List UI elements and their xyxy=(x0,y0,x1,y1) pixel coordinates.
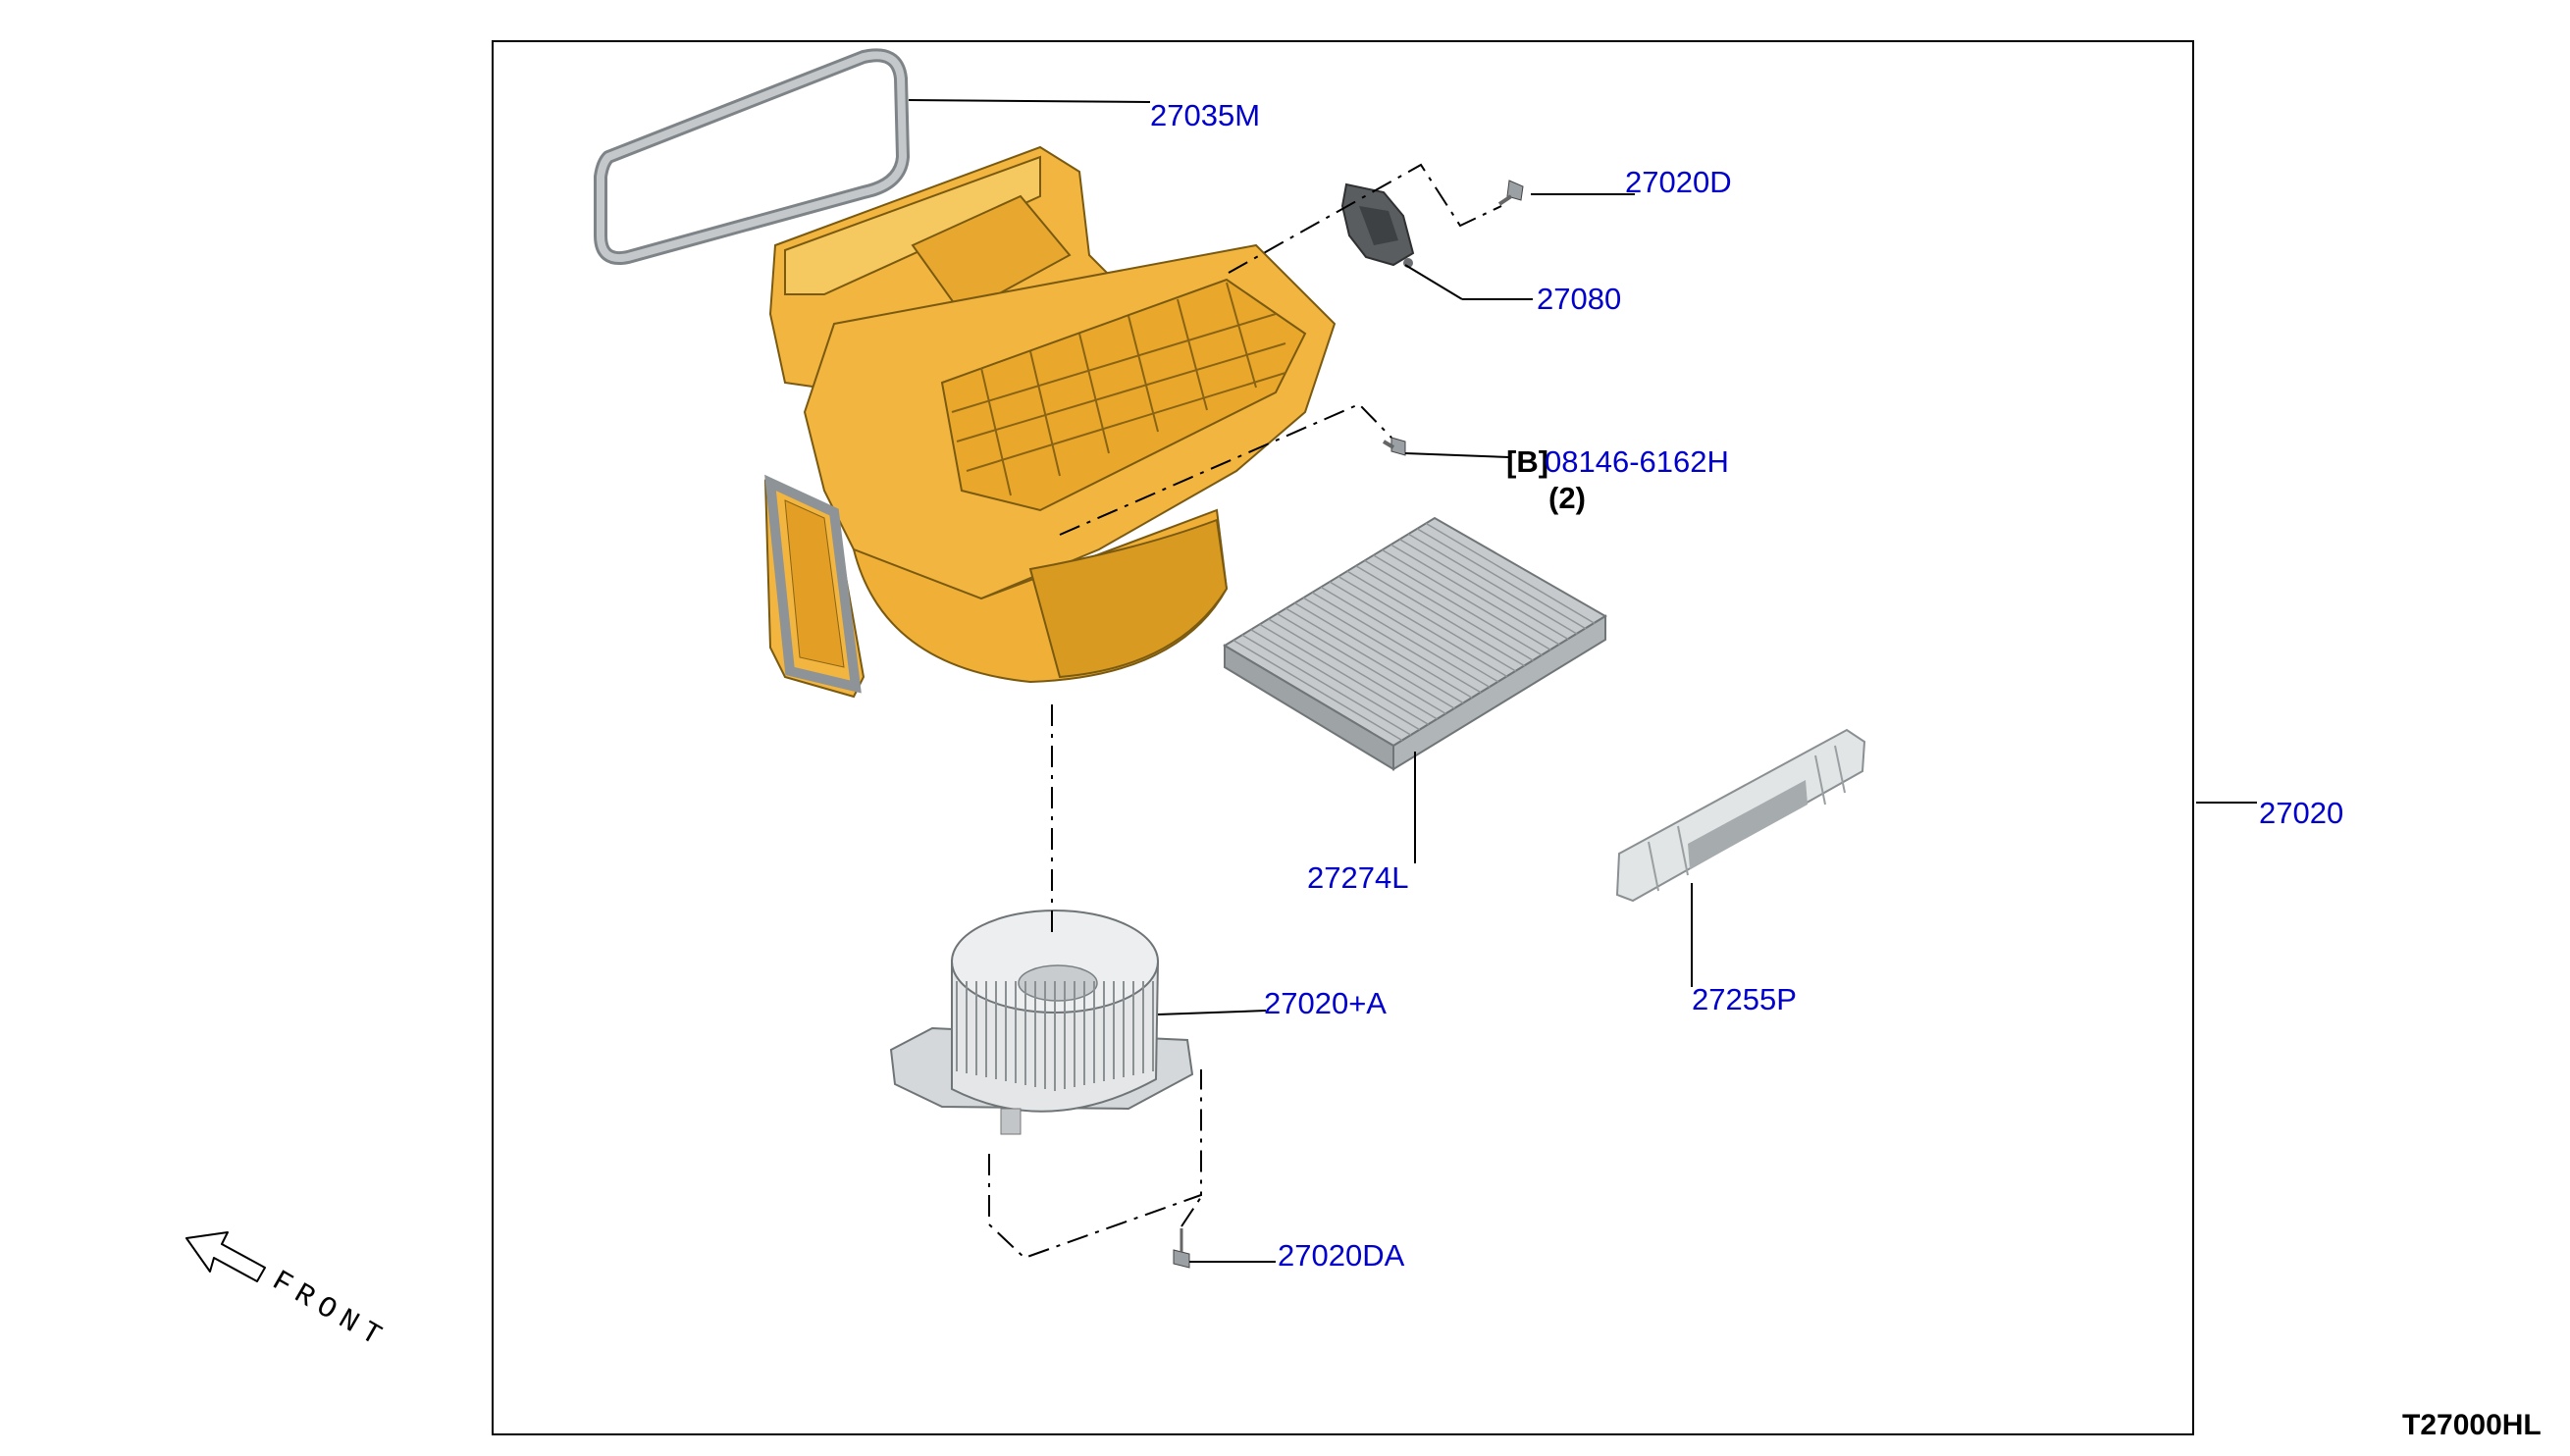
motor-screw xyxy=(1173,1228,1190,1269)
diagram-code: T27000HL xyxy=(2402,1409,2542,1441)
filter-pleat xyxy=(1233,639,1403,742)
front-label: FRONT xyxy=(266,1265,393,1357)
filter-pleat xyxy=(1416,528,1587,630)
diagram-frame xyxy=(492,40,2194,1435)
front-arrow-icon xyxy=(185,1231,266,1282)
blower-housing xyxy=(763,145,1337,699)
filter-pleat xyxy=(1250,629,1421,731)
filter-pleat xyxy=(1259,623,1430,725)
blower-motor xyxy=(889,910,1194,1135)
filter-pleat xyxy=(1285,607,1455,709)
filter-pleat xyxy=(1398,539,1569,641)
gasket-seal xyxy=(594,48,910,265)
filter-pleat xyxy=(1407,533,1578,635)
label-bolt-qty: (2) xyxy=(1548,481,1586,515)
filter-pleat xyxy=(1277,612,1446,715)
label-27035m[interactable]: 27035M xyxy=(1150,98,1260,132)
filter-pleat xyxy=(1346,570,1517,672)
filter-pleat xyxy=(1241,634,1412,736)
label-27255p[interactable]: 27255P xyxy=(1692,982,1797,1016)
label-08146-6162h[interactable]: 08146-6162H xyxy=(1545,444,1729,479)
filter-pleat xyxy=(1311,592,1482,694)
filter-pleat xyxy=(1373,554,1543,656)
filter-pleat xyxy=(1364,559,1535,661)
filter-pleat xyxy=(1425,522,1596,625)
label-27020[interactable]: 27020 xyxy=(2259,796,2343,830)
label-27080[interactable]: 27080 xyxy=(1537,282,1621,316)
bolt-b xyxy=(1382,437,1406,456)
label-27274l[interactable]: 27274L xyxy=(1307,860,1408,895)
front-direction-indicator: FRONT xyxy=(185,1231,393,1358)
filter-pleat xyxy=(1382,548,1551,651)
cabin-filter xyxy=(1223,516,1607,771)
filter-pleat xyxy=(1268,618,1438,720)
filter-pleat xyxy=(1302,597,1473,699)
label-27020da[interactable]: 27020DA xyxy=(1278,1238,1405,1273)
leader-lines xyxy=(908,99,2257,1263)
filter-pleat xyxy=(1293,602,1464,704)
assembly-lines xyxy=(988,163,1502,1260)
filter-pleat xyxy=(1329,581,1499,683)
label-27020a[interactable]: 27020+A xyxy=(1264,986,1387,1020)
filter-pleat xyxy=(1390,544,1560,646)
filter-pleat xyxy=(1320,586,1491,689)
filter-pleat xyxy=(1355,565,1526,667)
actuator-motor xyxy=(1340,182,1415,268)
filter-pleat xyxy=(1337,575,1508,678)
label-27020d[interactable]: 27020D xyxy=(1625,165,1732,199)
label-bolt-prefix: [B] xyxy=(1506,444,1548,479)
filter-cover xyxy=(1615,728,1866,903)
screw-top xyxy=(1497,180,1524,206)
